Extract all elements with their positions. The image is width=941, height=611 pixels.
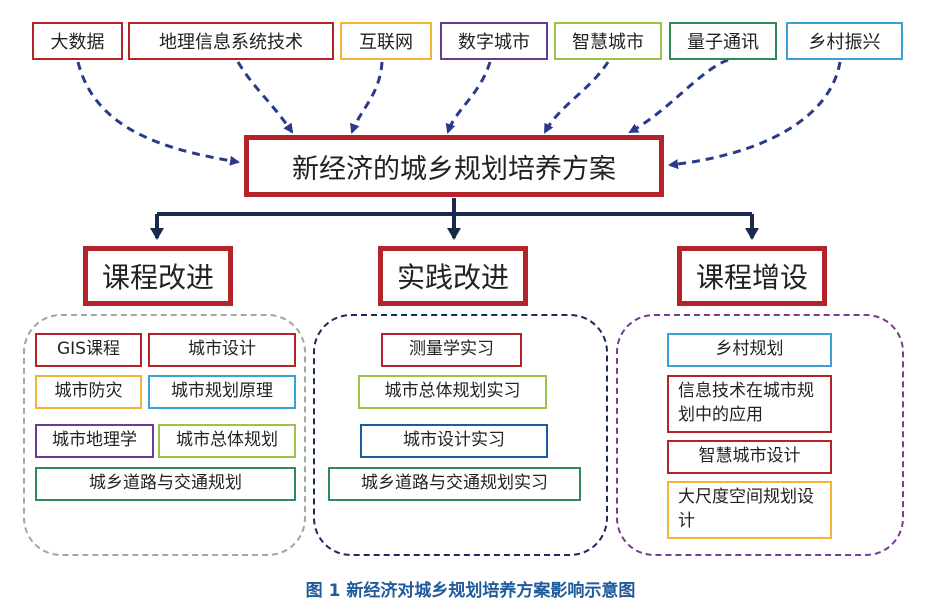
course-item-disaster-prevention: 城市防灾 xyxy=(35,375,142,409)
practice-item-road-traffic: 城乡道路与交通规划实习 xyxy=(328,467,581,501)
practice-item-urban-design: 城市设计实习 xyxy=(360,424,548,458)
course-item-urban-design: 城市设计 xyxy=(148,333,296,367)
group-course-addition xyxy=(616,314,904,556)
arrow-big-data xyxy=(76,61,240,166)
arrow-rural-revitalization xyxy=(668,61,842,170)
added-item-rural-planning: 乡村规划 xyxy=(667,333,832,367)
arrow-internet xyxy=(350,61,384,134)
tree-connector xyxy=(157,198,752,216)
input-box-internet: 互联网 xyxy=(340,22,432,60)
added-item-it-in-planning: 信息技术在城市规划中的应用 xyxy=(667,375,832,433)
center-box: 新经济的城乡规划培养方案 xyxy=(244,135,664,197)
group-practice-improvement xyxy=(313,314,608,556)
input-box-gis-tech: 地理信息系统技术 xyxy=(128,22,334,60)
course-item-gis: GIS课程 xyxy=(35,333,142,367)
practice-item-surveying: 测量学实习 xyxy=(381,333,522,367)
group-course-improvement xyxy=(23,314,306,556)
input-box-digital-city: 数字城市 xyxy=(440,22,548,60)
course-item-road-traffic: 城乡道路与交通规划 xyxy=(35,467,296,501)
input-box-quantum-comm: 量子通讯 xyxy=(669,22,777,60)
practice-item-master-planning: 城市总体规划实习 xyxy=(358,375,547,409)
input-box-big-data: 大数据 xyxy=(32,22,123,60)
arrow-digital-city xyxy=(445,61,492,134)
arrow-quantum-comm xyxy=(628,58,729,134)
added-item-smart-city-design: 智慧城市设计 xyxy=(667,440,832,474)
course-item-planning-principles: 城市规划原理 xyxy=(148,375,296,409)
figure-caption: 图 1 新经济对城乡规划培养方案影响示意图 xyxy=(305,581,636,601)
heading-practice-improvement: 实践改进 xyxy=(378,246,528,306)
course-item-urban-geography: 城市地理学 xyxy=(35,424,154,458)
heading-course-improvement: 课程改进 xyxy=(83,246,233,306)
added-item-large-scale-design: 大尺度空间规划设计 xyxy=(667,481,832,539)
input-box-smart-city: 智慧城市 xyxy=(554,22,662,60)
arrow-gis-tech xyxy=(236,61,294,134)
input-box-rural-revitalization: 乡村振兴 xyxy=(786,22,903,60)
course-item-master-planning: 城市总体规划 xyxy=(158,424,296,458)
heading-course-addition: 课程增设 xyxy=(677,246,827,306)
arrow-smart-city xyxy=(543,61,610,134)
